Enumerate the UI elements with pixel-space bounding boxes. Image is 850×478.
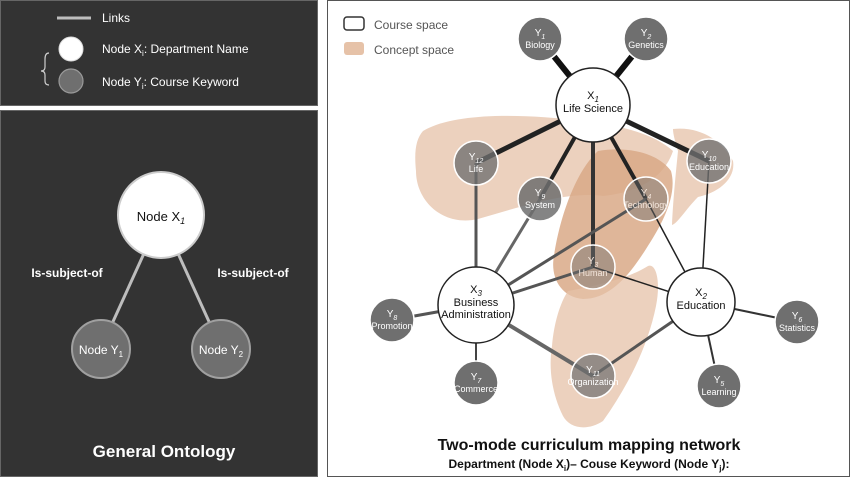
keyword-label-y4: Technology [623, 200, 669, 210]
department-label-x1: Life Science [563, 103, 623, 115]
ontology-graphic: Is-subject-of Is-subject-of Node X1 Node… [31, 171, 290, 461]
keyword-id-y7: Y7 [471, 372, 483, 385]
concept-space-legend-icon [344, 42, 364, 55]
legend-panel: Links Node Xi: Department Name Node Yi: … [0, 0, 318, 106]
ontology-panel: Is-subject-of Is-subject-of Node X1 Node… [0, 110, 318, 477]
ontology-root-label: Node X1 [137, 209, 185, 226]
keyword-id-y10: Y10 [702, 150, 717, 163]
keyword-id-y4: Y4 [641, 188, 652, 201]
keyword-circle-y1 [517, 16, 563, 62]
department-label-x3: Business [454, 297, 499, 309]
keyword-circle-y7 [453, 360, 499, 406]
keyword-circle-y8 [369, 297, 415, 343]
network-title: Two-mode curriculum mapping network [438, 437, 741, 454]
department-id-x3: X3 [470, 284, 482, 298]
ontology-edge-label-left: Is-subject-of [31, 266, 103, 280]
keyword-label-y9: System [525, 200, 555, 210]
keyword-id-y6: Y6 [792, 311, 803, 324]
department-circle-x1 [555, 67, 631, 143]
ontology-title: General Ontology [93, 442, 236, 461]
department-circle-x3 [437, 266, 515, 344]
keyword-label-y3: Human [578, 268, 607, 278]
keyword-id-y3: Y3 [588, 256, 599, 269]
legend-node-y-text: Node Yi: Course Keyword [102, 75, 239, 91]
keyword-id-y9: Y9 [535, 188, 546, 201]
ontology-child-label-1: Node Y1 [79, 343, 124, 359]
keyword-id-y1: Y1 [535, 28, 546, 41]
legend-graphic: Links Node Xi: Department Name Node Yi: … [40, 11, 249, 94]
concept-space-legend-label: Concept space [374, 43, 454, 57]
course-space-legend-label: Course space [374, 18, 448, 32]
keyword-id-y8: Y8 [387, 309, 398, 322]
keyword-id-y5: Y5 [714, 375, 725, 388]
department-label-x2: Education [677, 300, 726, 312]
legend-node-x-text: Node Xi: Department Name [102, 42, 249, 58]
keyword-circle-y11 [570, 353, 616, 399]
keyword-circle-y2 [623, 16, 669, 62]
keyword-label-y8: Promotion [371, 321, 412, 331]
keyword-circle-y3 [570, 244, 616, 290]
keyword-circle-y10 [686, 138, 732, 184]
keyword-label-y11: Organization [567, 377, 618, 387]
legend-node-x-icon [58, 36, 84, 62]
keyword-circle-y9 [517, 176, 563, 222]
course-space-legend-icon [343, 16, 365, 31]
network-subtitle: Department (Node Xi)– Couse Keyword (Nod… [449, 457, 730, 473]
department-id-x2: X2 [695, 287, 707, 301]
legend-brace [40, 52, 50, 86]
keyword-circle-y4 [623, 176, 669, 222]
keyword-id-y11: Y11 [586, 365, 600, 378]
keyword-id-y12: Y12 [469, 152, 484, 165]
department-circle-x2 [666, 267, 736, 337]
keyword-label-y1: Biology [525, 40, 555, 50]
ontology-child-node-2 [191, 319, 251, 379]
keyword-label-y6: Statistics [779, 323, 816, 333]
keyword-circle-y5 [696, 363, 742, 409]
department-label-x3: Administration [441, 309, 511, 321]
legend-node-y-icon [58, 68, 84, 94]
keyword-label-y12: Life [469, 164, 484, 174]
keyword-circle-y6 [774, 299, 820, 345]
keyword-label-y10: Education [689, 162, 729, 172]
keyword-label-y5: Learning [701, 387, 736, 397]
department-id-x1: X1 [587, 90, 599, 104]
ontology-child-node-1 [71, 319, 131, 379]
ontology-root-node [117, 171, 205, 259]
ontology-edge-label-right: Is-subject-of [217, 266, 289, 280]
keyword-circle-y12 [453, 140, 499, 186]
concept-space-region-technology [553, 149, 673, 299]
ontology-child-label-2: Node Y2 [199, 343, 244, 359]
legend-links-label: Links [102, 11, 130, 25]
keyword-label-y7: Commerce [454, 384, 498, 394]
keyword-label-y2: Genetics [628, 40, 664, 50]
keyword-id-y2: Y2 [641, 28, 652, 41]
